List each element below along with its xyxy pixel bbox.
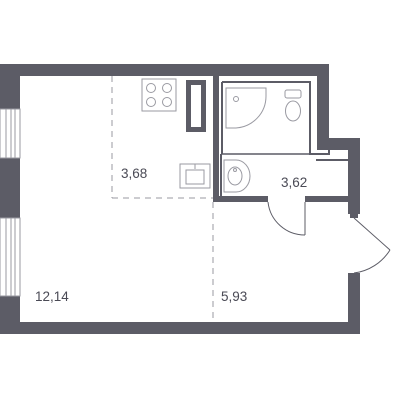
area-label-hallway: 5,93 (221, 289, 247, 304)
toilet-icon (284, 89, 302, 122)
left-wall-bottom (0, 296, 20, 334)
bottom-wall (0, 322, 360, 334)
right-wall-upper (317, 64, 329, 150)
bathroom-walls (213, 76, 354, 202)
top-wall (0, 64, 329, 76)
shower-icon (225, 87, 267, 129)
stove-icon (141, 78, 177, 112)
zone-lines (111, 76, 214, 322)
windows (0, 108, 21, 297)
area-label-kitchen: 3,68 (121, 166, 147, 181)
right-wall-lower (348, 273, 360, 334)
left-wall-top (0, 64, 20, 109)
bathroom-wall-bottom-right (305, 196, 354, 202)
bathroom-outlines (221, 81, 348, 161)
left-wall-middle (0, 158, 20, 218)
window-lower (0, 217, 21, 297)
area-label-bathroom: 3,62 (281, 175, 307, 190)
window-upper (0, 108, 21, 159)
entrance-door-icon (353, 217, 391, 274)
ventilation-duct (186, 80, 206, 132)
bathroom-door-icon (267, 201, 306, 236)
area-label-living: 12,14 (35, 289, 69, 304)
bathroom-partition (220, 154, 222, 196)
outer-walls (0, 64, 360, 334)
kitchen-sink-icon (179, 163, 211, 189)
bathroom-wall-bottom-left (213, 196, 268, 202)
bathroom-wall-left (213, 76, 219, 202)
right-wall-middle (348, 138, 360, 214)
bathroom-sink-icon (223, 159, 251, 193)
entrance-door-jamb (350, 214, 358, 218)
